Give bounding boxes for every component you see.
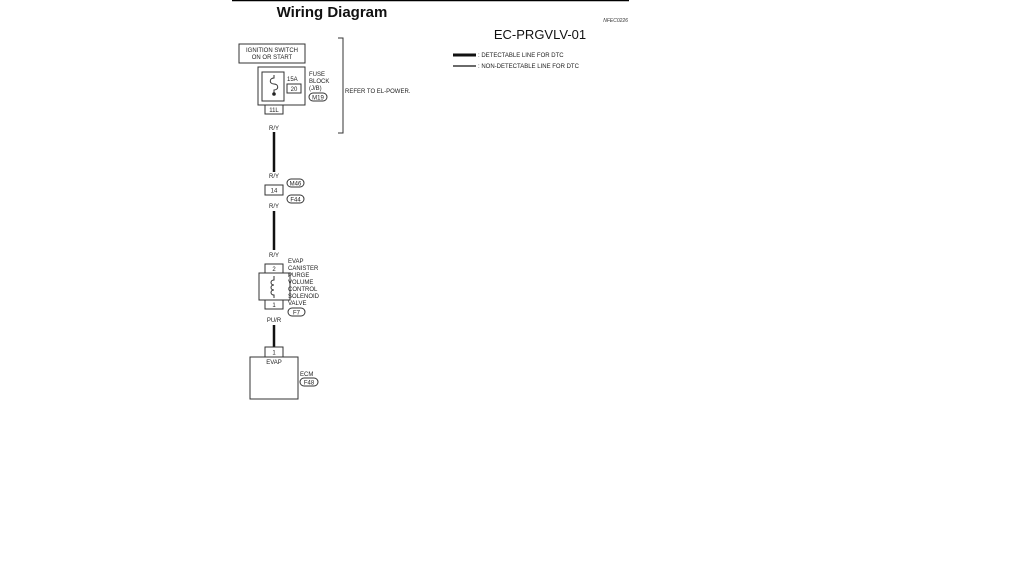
- fuse-block-label-2: BLOCK: [309, 79, 329, 85]
- fuse-box: [261, 71, 285, 102]
- ecm-pin-label: EVAP: [266, 360, 282, 366]
- diagram-id: EC-PRGVLV-01: [494, 27, 586, 42]
- joint-terminal: 14: [271, 189, 278, 195]
- ecm-label: ECM: [300, 372, 313, 378]
- bracket: [338, 37, 344, 134]
- legend-non-detectable: : NON-DETECTABLE LINE FOR DTC: [478, 64, 580, 70]
- fuse-amp: 15A: [287, 77, 298, 83]
- fuse-block-label-3: (J/B): [309, 86, 322, 92]
- valve-label-line: PURGE: [288, 273, 309, 279]
- legend-detectable: : DETECTABLE LINE FOR DTC: [478, 53, 564, 59]
- page-title: Wiring Diagram: [277, 4, 388, 21]
- refer-note: REFER TO EL-POWER.: [345, 89, 411, 95]
- fuse-node: [272, 92, 276, 96]
- connector-f44-oval: [286, 194, 305, 204]
- connector-f48-oval: [299, 377, 319, 387]
- fuse-number: 20: [291, 87, 298, 93]
- ecm-terminal: 1: [272, 351, 276, 357]
- wire-color-3: R/Y: [269, 204, 279, 210]
- valve-terminal-1: 1: [272, 303, 276, 309]
- ignition-label-1: IGNITION SWITCH: [246, 48, 298, 54]
- valve-label: EVAP CANISTER PURGE VOLUME CONTROL SOLEN…: [288, 259, 320, 307]
- fuse-block-box: [257, 66, 306, 106]
- page-code: NFEC0226: [603, 18, 628, 24]
- valve-label-line: CANISTER: [288, 266, 319, 272]
- valve-terminal-2: 2: [272, 267, 276, 273]
- connector-f48: F48: [304, 381, 315, 387]
- wire-color-2: R/Y: [269, 174, 279, 180]
- wire-color-4: R/Y: [269, 253, 279, 259]
- connector-f44: F44: [290, 198, 301, 204]
- ignition-switch-box: [238, 43, 306, 64]
- connector-m19: M19: [312, 96, 324, 102]
- terminal-11l-box: [264, 104, 284, 115]
- ignition-label-2: ON OR START: [252, 55, 293, 61]
- connector-m46: M46: [290, 182, 302, 188]
- solenoid-coil-icon: [270, 276, 275, 298]
- joint-connector-box: [264, 184, 284, 196]
- wire-color-1: R/Y: [269, 126, 279, 132]
- valve-label-line: CONTROL: [288, 287, 318, 293]
- connector-m46-oval: [286, 178, 305, 188]
- fuse-icon: [269, 75, 279, 94]
- fuse-number-box: [286, 83, 302, 94]
- fuse-block-label-1: FUSE: [309, 72, 325, 78]
- valve-terminal-1-box: [264, 299, 284, 310]
- valve-label-line: VOLUME: [288, 280, 313, 286]
- connector-f7-oval: [287, 307, 306, 317]
- connector-m19-oval: [308, 92, 328, 102]
- ecm-box: [249, 356, 299, 400]
- terminal-11l: 11L: [269, 108, 279, 114]
- valve-label-line: EVAP: [288, 259, 304, 265]
- valve-label-line: VALVE: [288, 301, 306, 307]
- connector-f7: F7: [293, 311, 301, 317]
- valve-label-line: SOLENOID: [288, 294, 320, 300]
- wire-color-5: PU/R: [267, 318, 282, 324]
